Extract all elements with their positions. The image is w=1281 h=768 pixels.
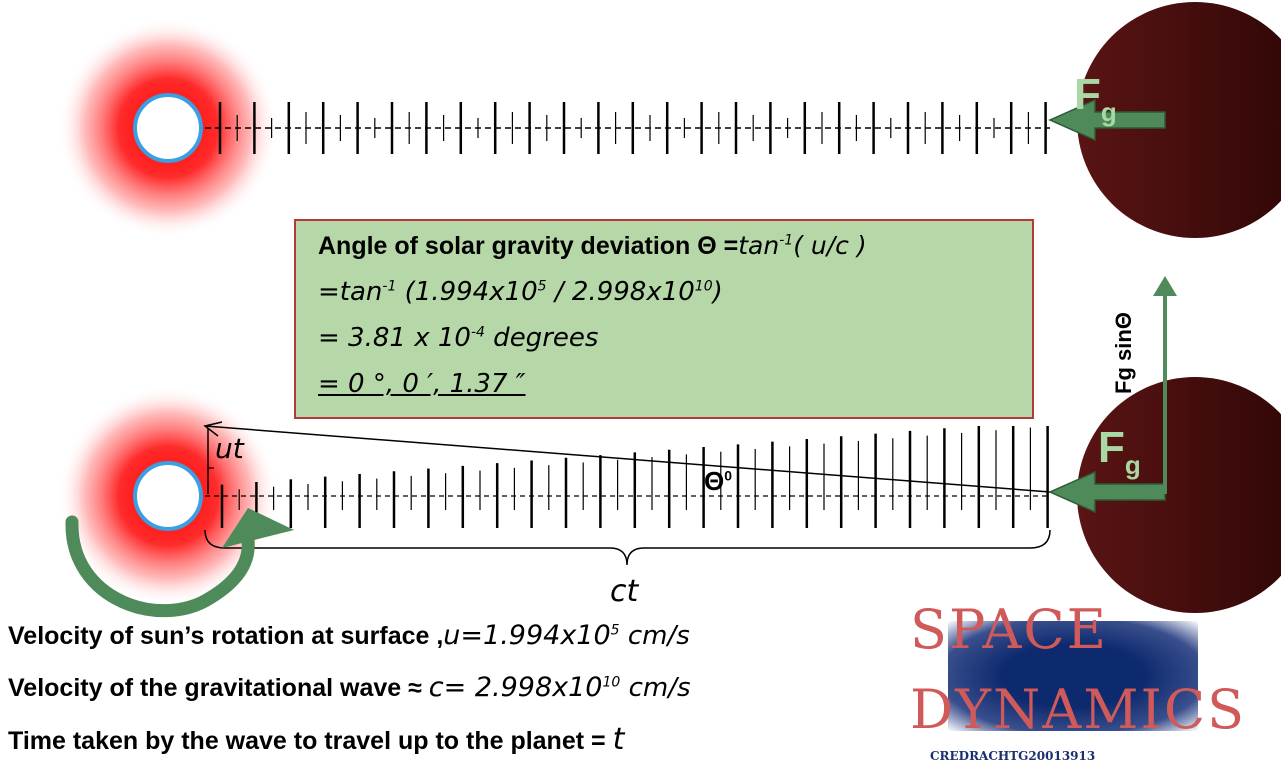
- logo-line-2: DYNAMICS: [910, 678, 1247, 741]
- formula-tan: tan: [738, 231, 780, 260]
- formula-theta: Θ =: [697, 232, 739, 260]
- row3-value: t: [612, 722, 625, 757]
- row1-unit: cm/s: [619, 621, 690, 651]
- ut-label: ut: [215, 432, 244, 465]
- force-arrow-bottom: [1048, 470, 1166, 514]
- rotation-arrowhead: [222, 508, 294, 548]
- formula-l2-open: (1.994x10: [396, 277, 538, 307]
- formula-title: Angle of solar gravity deviation: [318, 232, 698, 260]
- row2-exp: 10: [602, 674, 621, 691]
- row1-value: u=1.994x10: [443, 620, 611, 651]
- formula-line-4: = 0 °, 0 ′, 1.37 ″: [318, 369, 526, 399]
- formula-l3-exp: -4: [470, 324, 485, 341]
- space-dynamics-logo: SPACE DYNAMICS CREDRACHTG20013913: [908, 596, 1248, 766]
- bottom-row-1: Velocity of sun’s rotation at surface ,u…: [8, 620, 690, 651]
- row3-label: Time taken by the wave to travel up to t…: [8, 727, 613, 755]
- formula-l2-exp5: 5: [537, 278, 547, 295]
- rotation-arrow: [65, 515, 255, 618]
- vertical-arrowhead: [1153, 276, 1177, 296]
- theta-symbol: Θ: [704, 466, 725, 496]
- row2-label: Velocity of the gravitational wave ≈: [8, 674, 429, 702]
- row1-exp: 5: [610, 622, 620, 639]
- row2-unit: cm/s: [620, 673, 691, 703]
- theta-label: Θ0: [704, 466, 732, 497]
- logo-line-1: SPACE: [910, 598, 1109, 661]
- force-arrow-top: [1048, 98, 1166, 142]
- bottom-row-2: Velocity of the gravitational wave ≈ c= …: [8, 672, 691, 703]
- formula-line-3: = 3.81 x 10-4 degrees: [318, 323, 598, 353]
- formula-arg: ( u/c ): [793, 231, 867, 260]
- formula-l2-exp10: 10: [694, 278, 713, 295]
- force-label-bottom-sub: g: [1124, 450, 1141, 480]
- sun-top: [133, 93, 203, 163]
- bottom-row-3: Time taken by the wave to travel up to t…: [8, 722, 624, 757]
- wave-ticks-top: [218, 102, 1047, 154]
- formula-box: Angle of solar gravity deviation Θ =tan-…: [294, 219, 1034, 419]
- formula-l3-prefix: = 3.81 x 10: [318, 323, 471, 353]
- logo-panel: [948, 621, 1198, 731]
- ct-brace: [204, 529, 1051, 566]
- force-label-bottom-main: F: [1098, 423, 1125, 472]
- ct-label: ct: [610, 574, 639, 609]
- force-label-top-sub: g: [1100, 97, 1117, 127]
- planet-bottom: [1077, 377, 1281, 613]
- force-label-top-main: F: [1074, 70, 1101, 119]
- row2-value: c= 2.998x10: [428, 672, 603, 703]
- force-label-top: Fg: [1074, 70, 1117, 127]
- deviation-line: [204, 425, 1051, 493]
- planet-top: [1077, 2, 1281, 238]
- row1-label: Velocity of sun’s rotation at surface ,: [8, 622, 444, 650]
- force-vertical-label: Fg sinΘ: [1110, 312, 1136, 394]
- wave-ticks-bottom: [220, 426, 1049, 528]
- formula-line-1: Angle of solar gravity deviation Θ =tan-…: [318, 231, 867, 261]
- formula-l3-suffix: degrees: [484, 323, 599, 353]
- formula-l2-exp: -1: [382, 278, 397, 295]
- deviation-arrowhead: [203, 421, 223, 437]
- formula-l2-mid: / 2.998x10: [546, 277, 695, 307]
- formula-tan-exp: -1: [779, 232, 794, 249]
- logo-code: CREDRACHTG20013913: [930, 749, 1096, 763]
- formula-l2-prefix: =tan: [318, 277, 383, 307]
- force-label-bottom: Fg: [1098, 423, 1141, 480]
- formula-line-2: =tan-1 (1.994x105 / 2.998x1010): [318, 277, 723, 307]
- theta-degree: 0: [724, 467, 733, 484]
- sun-bottom: [133, 461, 203, 531]
- formula-l2-close: ): [712, 277, 723, 307]
